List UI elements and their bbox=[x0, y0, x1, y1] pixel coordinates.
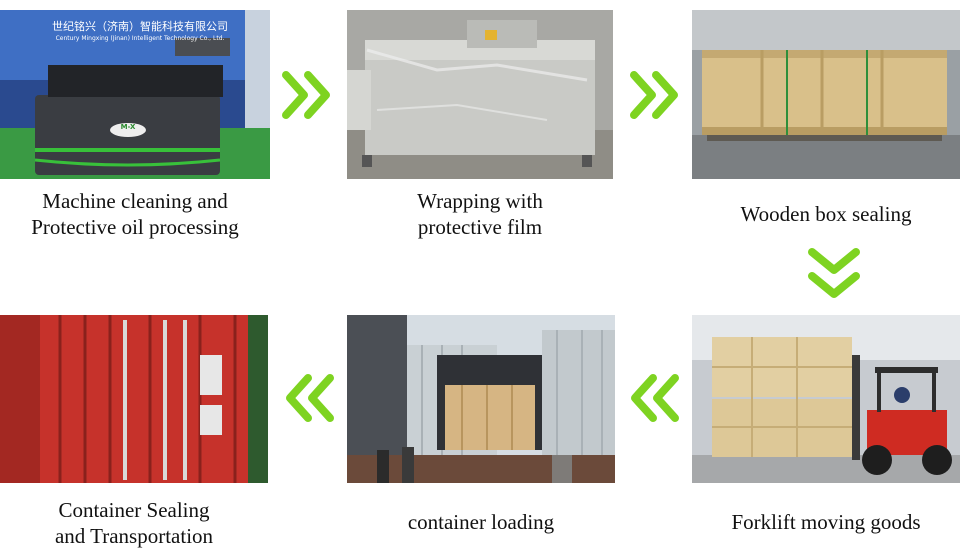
banner-chinese: 世纪铭兴（济南）智能科技有限公司 bbox=[40, 18, 240, 34]
wrapped-machine-photo bbox=[347, 10, 613, 179]
caption-wrapping: Wrapping with protective film bbox=[347, 188, 613, 240]
double-chevron-down-icon bbox=[806, 246, 862, 304]
container-loading-photo bbox=[347, 315, 615, 483]
red-container-photo bbox=[0, 315, 268, 483]
double-chevron-right-icon bbox=[628, 67, 684, 123]
caption-forklift: Forklift moving goods bbox=[692, 509, 960, 535]
banner-english: Century Mingxing (Jinan) Intelligent Tec… bbox=[40, 35, 240, 42]
wooden-box-photo bbox=[692, 10, 960, 179]
machine-photo: 世纪铭兴（济南）智能科技有限公司 Century Mingxing (Jinan… bbox=[0, 10, 270, 179]
forklift-photo bbox=[692, 315, 960, 483]
machine-logo: M-X bbox=[112, 123, 144, 131]
caption-container-sealing: Container Sealing and Transportation bbox=[0, 497, 268, 549]
caption-container-loading: container loading bbox=[347, 509, 615, 535]
double-chevron-left-icon bbox=[625, 370, 681, 426]
caption-wooden-box: Wooden box sealing bbox=[692, 201, 960, 227]
double-chevron-right-icon bbox=[280, 67, 336, 123]
double-chevron-left-icon bbox=[280, 370, 336, 426]
caption-machine-cleaning: Machine cleaning and Protective oil proc… bbox=[0, 188, 270, 240]
